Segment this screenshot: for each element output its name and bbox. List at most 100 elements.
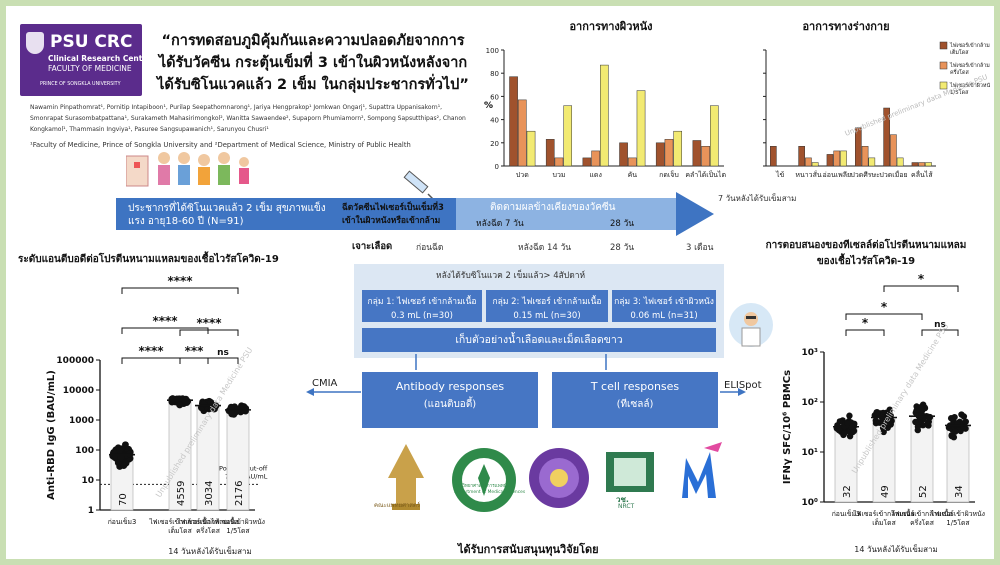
data-point xyxy=(880,419,888,427)
legend-swatch xyxy=(939,81,948,90)
bar xyxy=(805,157,812,167)
timepoint-3m: 3 เดือน xyxy=(686,243,714,253)
data-point xyxy=(880,428,887,436)
bar xyxy=(627,157,637,167)
bar xyxy=(861,146,869,167)
y-tick-label: 20 xyxy=(490,140,499,148)
x-tick-label: ปวดเมื่อย xyxy=(879,170,907,179)
median-label: 32 xyxy=(842,485,853,498)
significance-label: **** xyxy=(167,274,193,288)
significance-label: *** xyxy=(185,344,205,358)
data-point xyxy=(924,419,932,426)
chart-tcell-responses: การตอบสนองของทีเซลล์ต่อโปรตีนหนามแหลมของ… xyxy=(766,238,985,554)
y-tick-label: 10² xyxy=(802,398,819,408)
significance-label: **** xyxy=(196,316,222,330)
x-tick-label: คลำได้เป็นไต xyxy=(685,170,726,179)
median-label: 52 xyxy=(918,485,929,498)
chart-systemic-reactions: อาการทางร่างกายไข้หนาวสั่นอ่อนเพลียปวดศี… xyxy=(763,20,990,179)
x-tick-label: แดง xyxy=(589,171,601,179)
timepoint-14d: หลังฉีด 14 วัน xyxy=(518,243,572,253)
bar xyxy=(619,142,628,167)
y-tick-label: 80 xyxy=(490,70,499,78)
median-label: 34 xyxy=(954,485,965,498)
tcell-label: T cell responses xyxy=(590,380,680,393)
x-tick-label: ครึ่งโดส xyxy=(910,518,935,527)
after7-note: 7 วันหลังได้รับเข็มสาม xyxy=(718,194,797,203)
bar xyxy=(664,139,674,167)
x-tick-label: ไฟเซอร์เข้าผิวหนัง xyxy=(210,518,265,526)
psu-crc-logo: PSU CRC Clinical Research Center FACULTY… xyxy=(20,24,151,96)
watermark: Unpublished preliminary data Medicine PS… xyxy=(850,322,950,475)
bar xyxy=(545,139,555,167)
significance-bracket xyxy=(121,287,239,294)
significance-label: * xyxy=(862,316,869,330)
bar xyxy=(911,162,919,167)
y-axis-label: % xyxy=(484,101,493,111)
bar xyxy=(883,107,890,167)
bar xyxy=(701,146,710,167)
group-2-name: กลุ่ม 2: ไฟเซอร์ เข้ากล้ามเนื้อ xyxy=(492,297,602,307)
chart-title: ของเชื้อไวรัสโควิด-19 xyxy=(817,253,915,267)
group-2-dose: 0.15 mL (n=30) xyxy=(513,311,581,321)
median-label: 2176 xyxy=(234,481,245,506)
median-label: 3034 xyxy=(204,481,215,506)
data-point xyxy=(840,430,848,437)
legend-swatch xyxy=(939,61,948,70)
data-point xyxy=(874,409,881,416)
data-point xyxy=(918,404,925,412)
legend-label: ครึ่งโดส xyxy=(950,68,970,76)
significance-bracket xyxy=(207,357,239,364)
significance-bracket xyxy=(845,329,885,336)
logo-caption-3: Department of Medical Sciences xyxy=(454,490,526,495)
affiliations: ¹Faculty of Medicine, Prince of Songkla … xyxy=(30,141,411,149)
x-axis-note: 14 วันหลังได้รับเข็มสาม xyxy=(854,544,937,554)
data-point xyxy=(120,462,128,470)
x-axis-note: 14 วันหลังได้รับเข็มสาม xyxy=(168,546,251,556)
data-point xyxy=(846,432,854,440)
bar xyxy=(526,130,536,167)
x-tick-label: 1/5โดส xyxy=(226,526,250,535)
data-point xyxy=(952,428,959,435)
data-point xyxy=(914,426,921,434)
groups-panel-label: หลังได้รับซิโนแวค 2 เข็มแล้ว> 4สัปดาห์ xyxy=(436,271,586,281)
data-point xyxy=(228,410,236,418)
x-tick-label: ไฟเซอร์เข้ากล้ามเนื้อ xyxy=(852,508,914,518)
data-point xyxy=(912,418,919,426)
y-tick-label: 100 xyxy=(75,446,94,456)
chart-skin-reactions: อาการทางผิวหนัง%020406080100ปวดบวมแดงคัน… xyxy=(484,20,726,179)
followup-text: ติดตามผลข้างเคียงของวัคซีน xyxy=(490,202,616,213)
significance-label: * xyxy=(881,300,888,314)
bar xyxy=(563,105,573,167)
chart-title: การตอบสนองของทีเซลล์ต่อโปรตีนหนามแหลม xyxy=(766,238,967,251)
x-tick-label: เต็มโดส xyxy=(168,526,192,535)
y-tick-label: 100000 xyxy=(56,356,94,366)
significance-bracket xyxy=(179,357,209,364)
x-tick-label: ปวด xyxy=(516,171,529,179)
bar xyxy=(798,146,805,167)
data-point xyxy=(114,459,122,467)
group-3-name: กลุ่ม 3: ไฟเซอร์ เข้าผิวหนัง xyxy=(614,297,714,307)
data-point xyxy=(834,422,841,429)
data-point xyxy=(960,413,968,420)
x-tick-label: ไฟเซอร์เข้ากล้ามเนื้อ xyxy=(890,508,952,518)
y-tick-label: 40 xyxy=(490,117,499,125)
group-3-dose: 0.06 mL (n=31) xyxy=(630,311,698,321)
y-tick-label: 1000 xyxy=(69,416,94,426)
data-point xyxy=(227,403,235,411)
funding-label: ได้รับการสนับสนุนทุนวิจัยโดย xyxy=(458,543,599,556)
bar xyxy=(770,146,777,167)
tcell-box: T cell responses (ทีเซลล์) xyxy=(552,372,718,428)
y-tick-label: 10⁰ xyxy=(802,498,819,508)
legend-label: ไฟเซอร์เข้ากล้ามเนื้อ xyxy=(949,41,990,49)
bar xyxy=(811,162,819,167)
bar xyxy=(710,105,719,167)
x-tick-label: ก่อนเข็ม3 xyxy=(832,509,861,518)
group-1-name: กลุ่ม 1: ไฟเซอร์ เข้ากล้ามเนื้อ xyxy=(367,297,477,307)
data-point xyxy=(844,420,851,427)
group-1-box: กลุ่ม 1: ไฟเซอร์ เข้ากล้ามเนื้อ 0.3 mL (… xyxy=(362,290,482,322)
bar xyxy=(826,154,834,167)
bar xyxy=(833,150,841,167)
followup-d7: หลังฉีด 7 วัน xyxy=(476,219,524,229)
bar xyxy=(855,127,862,167)
bar xyxy=(636,90,646,167)
